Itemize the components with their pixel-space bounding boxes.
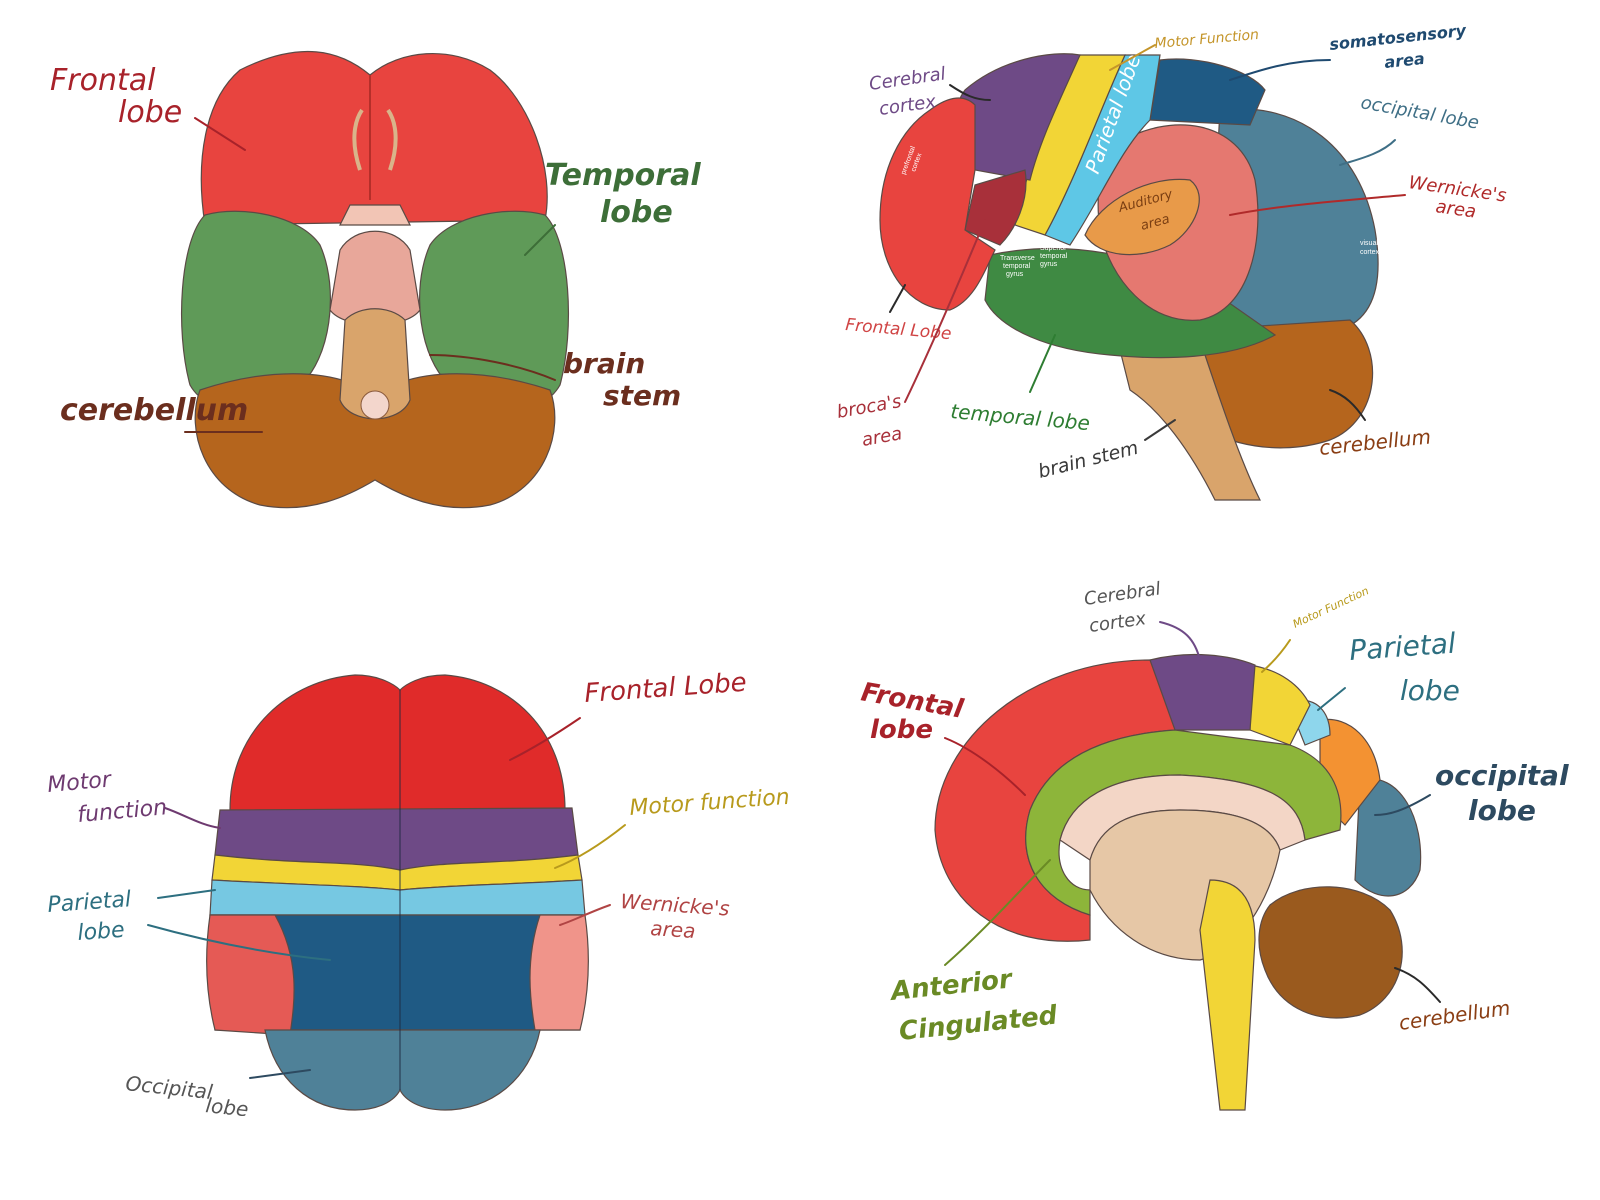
anterior-line2-d4: Cingulated — [898, 1000, 1059, 1046]
frontal-lobe-label-d3: Frontal Lobe — [583, 668, 747, 709]
temporal-lobe-label-line2-d1: lobe — [600, 195, 673, 230]
motor-left-line1-d3: Motor — [46, 767, 113, 798]
transverse-line3-d2: gyrus — [1006, 271, 1024, 278]
parietal-leader-d4 — [1318, 688, 1345, 710]
parietal-leader-a-d3 — [158, 890, 215, 898]
diagram-sagittal-view: Cerebral cortex Motor Function Parietal … — [859, 578, 1569, 1110]
frontal-leader-d2 — [890, 285, 905, 312]
diagram-lateral-view: prefrontal cortex Parietal lobe Auditory… — [835, 21, 1507, 500]
brainstem-label-line1-d1: brain — [563, 347, 645, 380]
occipital-leader-d2 — [1340, 140, 1395, 165]
motor-left-line2-d3: function — [76, 795, 168, 828]
cerebral-cortex-line2-d4: cortex — [1088, 608, 1148, 637]
frontal-lobe-region-d3 — [230, 675, 565, 810]
occipital-line1-d4: occipital — [1435, 759, 1569, 792]
somatosensory-line2-d2: area — [1383, 49, 1425, 72]
superior-line2-d2: temporal — [1040, 253, 1068, 260]
wernicke-left-region-d3 — [207, 915, 294, 1035]
transverse-line2-d2: temporal — [1003, 263, 1031, 270]
temporal-lobe-label-line1-d1: Temporal — [545, 158, 701, 193]
temporal-leader-d2 — [1030, 335, 1055, 392]
frontal-lobe-label-line2-d1: lobe — [118, 95, 182, 130]
broca-region-d2 — [965, 170, 1026, 245]
diagram-superior-view: Frontal Lobe Motor function Motor functi… — [46, 668, 790, 1122]
motor-left-leader-d3 — [165, 808, 220, 828]
superior-line1-d2: Superior — [1040, 245, 1067, 252]
occipital-lobe-label-d2: occipital lobe — [1359, 92, 1480, 133]
parietal-line1-d4: Parietal — [1348, 627, 1457, 667]
wernicke-line1-d3: Wernicke's — [620, 889, 731, 921]
motor-right-label-d3: Motor function — [629, 785, 791, 821]
frontal-lobe-label-line1-d1: Frontal — [50, 63, 156, 98]
frontal-lobe-label-d2: Frontal Lobe — [845, 315, 953, 344]
cerebellum-label-d1: cerebellum — [60, 393, 248, 428]
transverse-line1-d2: Transverse — [1000, 255, 1035, 262]
diagram-inferior-view: Frontal lobe Temporal lobe cerebellum br… — [50, 51, 701, 507]
cerebellum-label-d4: cerebellum — [1397, 996, 1511, 1035]
anterior-line1-d4: Anterior — [888, 964, 1016, 1007]
occipital-line1-d3: Occipital — [124, 1071, 214, 1104]
somatosensory-line1-d2: somatosensory — [1328, 21, 1467, 54]
somatosensory-region-d2 — [1150, 59, 1265, 125]
cerebellum-region-d4 — [1259, 887, 1402, 1018]
brainstem-label-line2-d1: stem — [603, 379, 681, 412]
parietal-line1-d3: Parietal — [47, 887, 132, 918]
visual-line1-d2: visual — [1360, 240, 1378, 247]
cerebral-cortex-line1-d2: Cerebral — [868, 63, 947, 95]
broca-line1-d2: broca's — [835, 391, 903, 423]
motor-function-leader-d4 — [1262, 640, 1290, 672]
superior-line3-d2: gyrus — [1040, 261, 1058, 268]
wernicke-line2-d3: area — [650, 916, 697, 943]
motor-function-label-d4: Motor Function — [1291, 584, 1371, 631]
cerebellum-leader-d4 — [1395, 968, 1440, 1002]
broca-line2-d2: area — [860, 423, 904, 451]
wernicke-right-region-d3 — [530, 915, 588, 1030]
wernicke-line2-d2: area — [1434, 196, 1477, 222]
brainstem-label-d2: brain stem — [1036, 437, 1141, 483]
visual-line2-d2: cortex — [1360, 249, 1380, 256]
occipital-line2-d4: lobe — [1468, 794, 1536, 827]
parietal-line2-d3: lobe — [77, 918, 126, 946]
motor-function-label-d2: Motor Function — [1154, 27, 1260, 52]
frontal-line2-d4: lobe — [870, 715, 933, 745]
occipital-line2-d3: lobe — [204, 1093, 249, 1121]
frontal-lobe-region-d1 — [201, 51, 547, 225]
brainstem-leader-d2 — [1145, 420, 1175, 440]
cerebral-cortex-line1-d4: Cerebral — [1083, 578, 1162, 610]
parietal-line2-d4: lobe — [1400, 674, 1460, 707]
brainstem-region-d4 — [1200, 880, 1255, 1110]
temporal-lobe-label-d2: temporal lobe — [950, 399, 1091, 435]
